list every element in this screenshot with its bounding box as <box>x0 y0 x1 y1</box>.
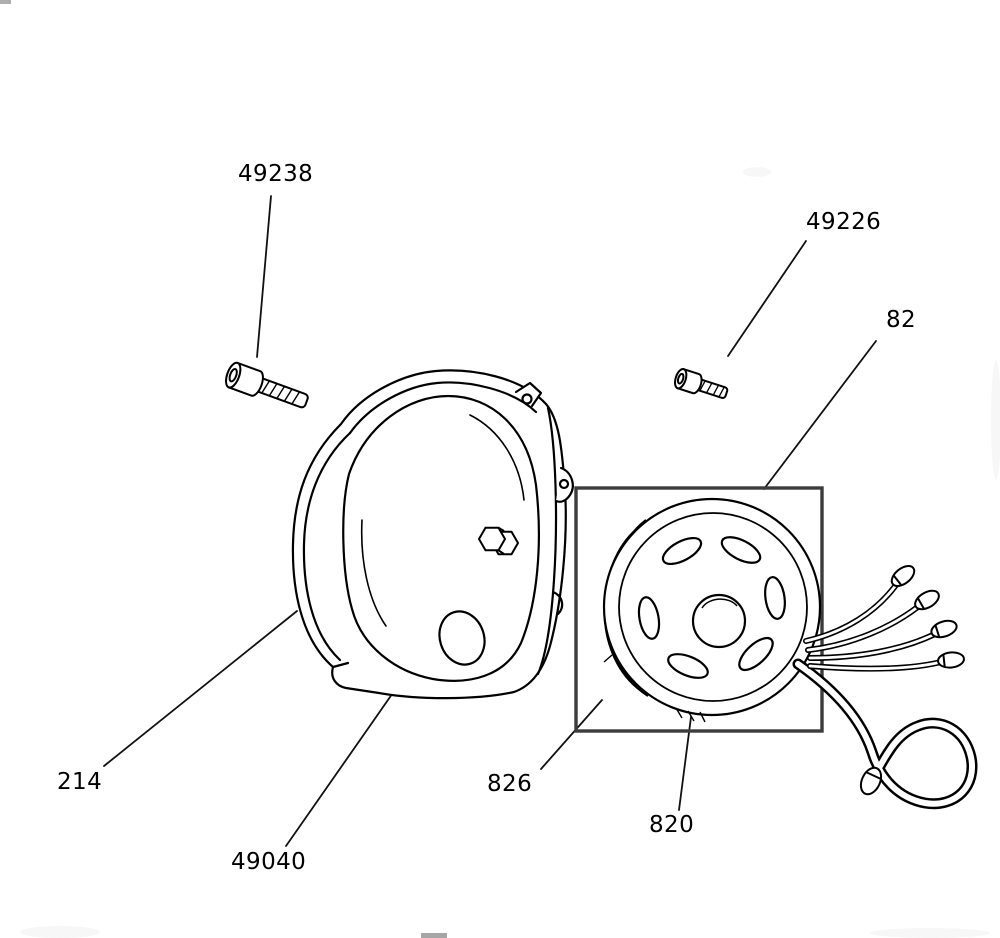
leader-826 <box>540 699 603 770</box>
cover-right-ear-hole <box>558 478 570 490</box>
cover-bottom-hole <box>438 610 486 666</box>
leader-49226 <box>727 240 807 357</box>
flywheel-hub-hole <box>691 593 747 649</box>
leader-214 <box>103 610 298 767</box>
flywheel-assembly-box <box>574 486 824 733</box>
wires <box>803 582 944 672</box>
part-label-820: 820 <box>649 812 695 838</box>
part-label-49238: 49238 <box>238 161 314 187</box>
cover-outline <box>291 369 567 700</box>
socket-head-bolt <box>225 361 309 409</box>
part-label-826: 826 <box>487 771 533 797</box>
flywheel <box>602 497 822 723</box>
part-label-82: 82 <box>886 307 917 333</box>
flywheel-hatch-marks <box>603 654 706 723</box>
cover-nut <box>477 526 520 556</box>
cable-loop <box>792 658 978 810</box>
leader-82 <box>763 340 877 490</box>
cover-rim-top <box>348 381 538 435</box>
cover-lower-ear <box>551 590 564 616</box>
cover-top-tab-hole <box>521 393 533 405</box>
wire-terminals <box>859 565 965 796</box>
leader-49238 <box>256 195 272 358</box>
cover-rim-left <box>302 431 352 662</box>
flywheel-face-edge <box>618 512 808 702</box>
wiring-harness <box>792 565 978 810</box>
cover-inner-shade-1 <box>360 519 387 627</box>
cover-foot <box>331 661 350 669</box>
part-label-49040: 49040 <box>231 849 307 875</box>
cover-dish-opening <box>342 394 540 682</box>
part-label-214: 214 <box>57 769 103 795</box>
timing-cover <box>291 369 574 700</box>
flywheel-slots <box>637 536 786 679</box>
cover-inner-shade-2 <box>469 414 525 501</box>
cover-rim-right <box>536 406 558 676</box>
cover-right-ear <box>554 466 574 503</box>
part-label-49226: 49226 <box>806 209 882 235</box>
small-bolt <box>674 367 729 399</box>
flywheel-hub-detail <box>701 598 738 609</box>
